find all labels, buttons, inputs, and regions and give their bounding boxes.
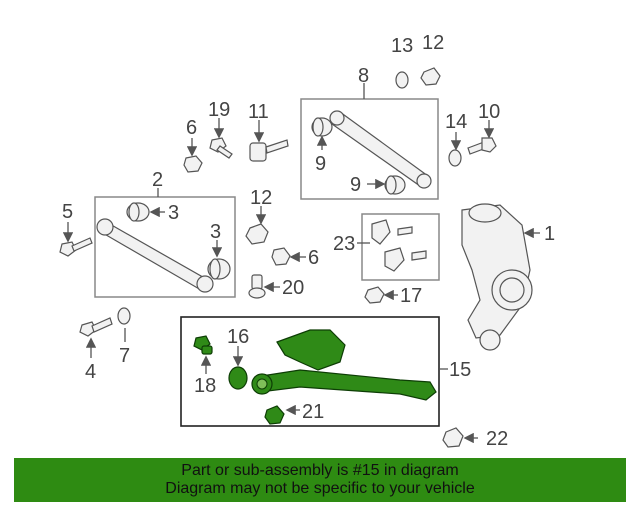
bolt-4[interactable] — [79, 317, 113, 337]
callout-11: 11 — [248, 101, 269, 123]
callout-6a: 6 — [186, 117, 197, 139]
callout-22: 22 — [486, 428, 508, 450]
callout-5: 5 — [62, 201, 73, 223]
bolt-20[interactable] — [248, 274, 266, 299]
callout-3a: 3 — [168, 202, 179, 224]
part-15-nut-21[interactable] — [264, 405, 285, 425]
nut-17[interactable] — [364, 286, 385, 304]
nut-22[interactable] — [442, 427, 464, 448]
bushing-3-upper[interactable] — [126, 202, 150, 222]
callout-13: 13 — [391, 35, 413, 57]
callout-8: 8 — [358, 65, 369, 87]
part-15-bolt-18[interactable] — [193, 335, 213, 355]
part-8-arm[interactable] — [329, 110, 432, 189]
callout-12a: 12 — [250, 187, 272, 209]
callout-9b: 9 — [350, 174, 361, 196]
washer-7[interactable] — [117, 307, 131, 325]
callout-21: 21 — [302, 401, 324, 423]
nut-12-right[interactable] — [420, 67, 441, 86]
bolt-10[interactable] — [467, 137, 497, 155]
note-line-2: Diagram may not be specific to your vehi… — [165, 480, 475, 497]
part-15-bushing-16[interactable] — [228, 366, 248, 390]
part-2-arm[interactable] — [96, 218, 214, 293]
nut-6-upper[interactable] — [183, 155, 203, 173]
note-line-1: Part or sub-assembly is #15 in diagram — [181, 462, 459, 479]
bushing-3-lower[interactable] — [207, 258, 231, 280]
callout-10: 10 — [478, 101, 500, 123]
bushing-9-lower[interactable] — [384, 175, 406, 195]
bolt-11[interactable] — [249, 139, 289, 162]
bolt-19[interactable] — [209, 137, 233, 159]
bracket-23-upper[interactable] — [371, 219, 413, 245]
callout-9a: 9 — [315, 153, 326, 175]
part-15-frame — [180, 316, 440, 427]
part-23-frame — [361, 213, 440, 281]
washer-14[interactable] — [448, 149, 462, 167]
callout-20: 20 — [282, 277, 304, 299]
part-2-frame — [94, 196, 236, 298]
washer-13[interactable] — [395, 71, 409, 89]
nut-6-lower[interactable] — [271, 247, 291, 266]
part-15-trailing-arm[interactable] — [251, 369, 437, 401]
bracket-23-lower[interactable] — [384, 247, 427, 272]
callout-7: 7 — [119, 345, 130, 367]
callout-14: 14 — [445, 111, 467, 133]
callout-16: 16 — [227, 326, 249, 348]
bushing-9-upper[interactable] — [311, 117, 333, 137]
callout-17: 17 — [400, 285, 422, 307]
callout-1: 1 — [544, 223, 555, 245]
diagram-note-banner: Part or sub-assembly is #15 in diagram D… — [14, 458, 626, 502]
callout-15: 15 — [449, 359, 471, 381]
callout-2: 2 — [152, 169, 163, 191]
callout-6b: 6 — [308, 247, 319, 269]
callout-23: 23 — [333, 233, 355, 255]
callout-18: 18 — [194, 375, 216, 397]
bolt-5[interactable] — [59, 237, 93, 257]
part-15-bracket[interactable] — [276, 329, 346, 371]
callout-12b: 12 — [422, 32, 444, 54]
callout-4: 4 — [85, 361, 96, 383]
part-1-knuckle[interactable] — [461, 203, 533, 351]
nut-12-left[interactable] — [245, 223, 269, 245]
callout-3b: 3 — [210, 221, 221, 243]
callout-19: 19 — [208, 99, 230, 121]
part-8-frame — [300, 98, 439, 200]
